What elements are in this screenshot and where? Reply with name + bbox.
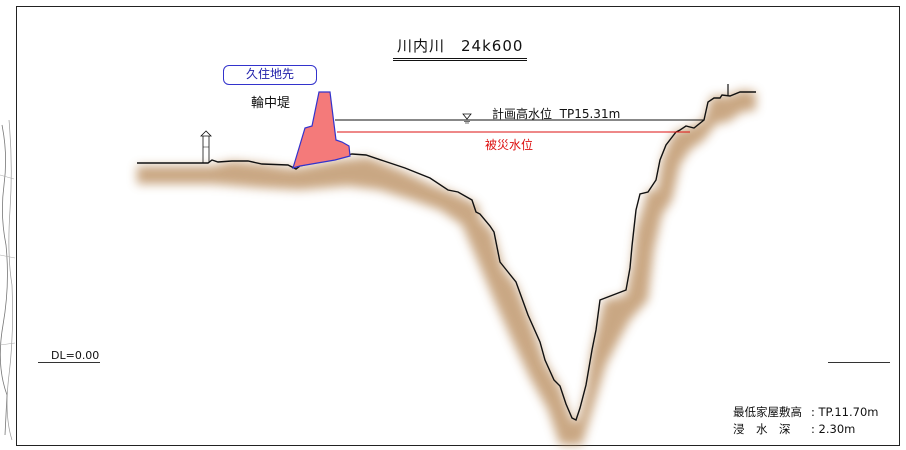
info-label: 最低家屋敷高 xyxy=(733,405,802,419)
disaster-water-label: 被災水位 xyxy=(485,138,534,152)
water-level-triangle-icon xyxy=(462,113,472,124)
datum-label: DL=0.00 xyxy=(51,349,100,362)
drawing-title: 川内川 24k600 xyxy=(393,35,528,61)
ring-levee-label: 輪中堤 xyxy=(251,96,291,111)
ground-shadow xyxy=(137,90,756,445)
info-value: 2.30m xyxy=(818,422,856,436)
planned-high-water-value: TP15.31m xyxy=(559,107,621,121)
ground-profile-line xyxy=(137,91,756,421)
right-datum-line xyxy=(828,362,890,363)
info-label: 浸 水 深 xyxy=(733,422,791,436)
inundation-depth-row: 浸 水 深: 2.30m xyxy=(733,422,856,436)
planned-high-water-name: 計画高水位 xyxy=(492,107,553,121)
info-value: TP.11.70m xyxy=(818,405,879,419)
lowest-house-elevation-row: 最低家屋敷高: TP.11.70m xyxy=(733,405,879,419)
datum-line xyxy=(38,362,100,363)
adjacent-map-fragment xyxy=(0,119,16,441)
house-marker-icon xyxy=(200,130,212,163)
location-badge: 久住地先 xyxy=(223,65,317,85)
planned-high-water-label: 計画高水位 TP15.31m xyxy=(492,105,620,122)
ring-levee-shape xyxy=(292,91,351,169)
drawing-frame xyxy=(16,6,900,446)
